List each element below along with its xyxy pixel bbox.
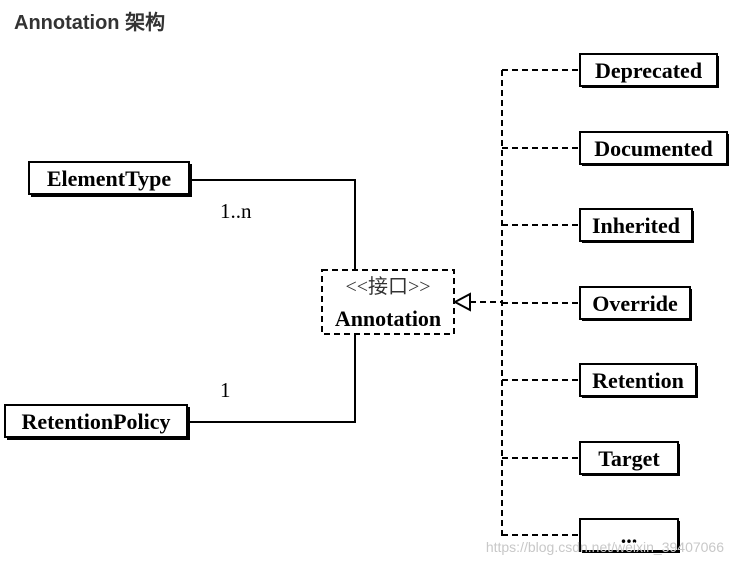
elementtype-label: ElementType [47,166,171,191]
implementation-box [579,286,691,320]
implementation-class: Documented [502,131,729,166]
elementtype-class: ElementType [28,161,192,197]
implementation-label: Documented [594,136,713,161]
implementation-label: Retention [592,368,684,393]
implementation-label: ... [621,523,638,548]
implementation-box [579,208,693,242]
implementation-box [579,53,718,87]
retentionpolicy-class: RetentionPolicy [4,404,190,440]
implementation-class: ... [502,518,680,553]
interface-name: Annotation [335,306,441,331]
implementation-box [579,518,679,552]
implementation-label: Inherited [592,213,680,238]
implementation-box [579,131,728,165]
implementation-class: Inherited [502,208,694,243]
implementation-box [579,363,697,397]
implementation-class: Target [502,441,680,476]
implementation-class: Retention [502,363,698,398]
implementation-class: Override [502,286,692,321]
implementation-class: Deprecated [502,53,719,88]
implementation-box [579,441,679,475]
implementation-label: Target [598,446,660,471]
elementtype-connector [190,179,356,270]
watermark: https://blog.csdn.net/weixin_39407066 [486,539,724,555]
page-title: Annotation 架构 [14,12,166,34]
implementation-label: Override [592,291,678,316]
elementtype-multiplicity: 1..n [220,199,252,223]
interface-stereotype: <<接口>> [345,275,430,298]
retentionpolicy-multiplicity: 1 [220,378,231,402]
retentionpolicy-label: RetentionPolicy [21,409,170,434]
realization-arrowhead [452,292,471,312]
implementation-label: Deprecated [595,58,702,83]
retentionpolicy-connector [190,334,356,423]
annotation-interface: <<接口>> Annotation [321,269,455,335]
implementations-group: DeprecatedDocumentedInheritedOverrideRet… [502,53,729,553]
